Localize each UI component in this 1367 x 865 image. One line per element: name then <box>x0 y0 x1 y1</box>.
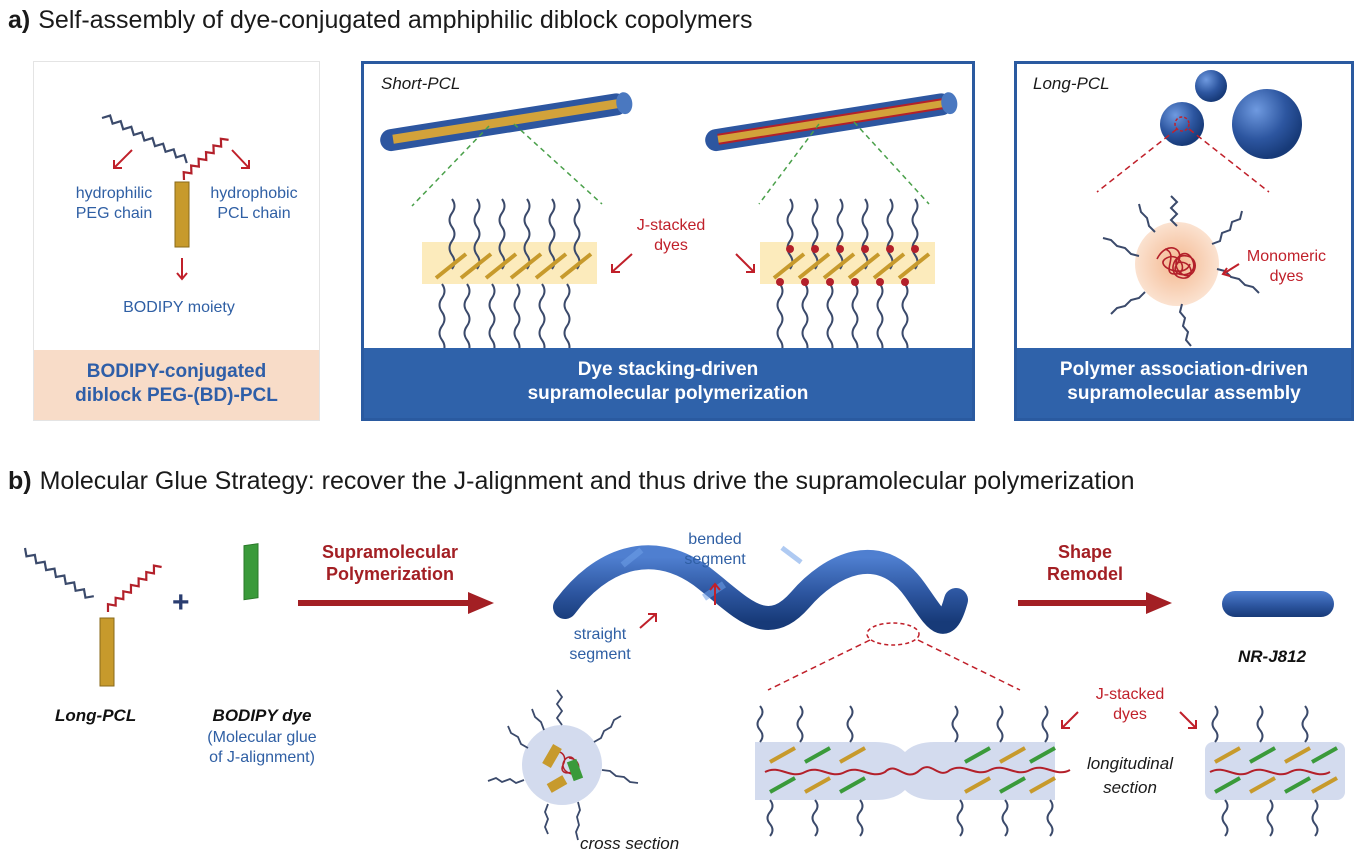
wavy-nanofiber <box>553 545 968 634</box>
label-straight-segment: straight segment <box>555 625 645 665</box>
panel3-title: Long-PCL <box>1033 74 1110 93</box>
label-j-stacked-a-line1: J-stacked <box>636 217 706 234</box>
section-b-title: Molecular Glue Strategy: recover the J-a… <box>39 467 1135 495</box>
chains-right <box>776 198 919 355</box>
label-pcl-chain: PCL chain <box>217 205 291 222</box>
cross-section-illustration <box>487 689 639 841</box>
panel2-footer: Dye stacking-driven supramolecular polym… <box>364 348 972 418</box>
micelle-large <box>1232 89 1302 159</box>
label-shape-remodel: Shape Remodel <box>1030 541 1140 585</box>
label-j-stacked-a: J-stacked dyes <box>626 216 716 256</box>
label-j-stacked-a-line2: dyes <box>654 237 688 254</box>
panel2-footer-line1: Dye stacking-driven <box>577 359 759 380</box>
label-longitudinal-line1: longitudinal <box>1086 754 1173 773</box>
label-glue-line2: of J-alignment) <box>209 749 315 766</box>
longitudinal-section-2 <box>1205 705 1345 837</box>
label-bodipy-dye-group: BODIPY dye (Molecular glue of J-alignmen… <box>192 706 332 768</box>
section-b-heading: b)Molecular Glue Strategy: recover the J… <box>8 467 1135 496</box>
section-a-letter: a) <box>8 6 31 34</box>
plus-sign: + <box>172 586 190 619</box>
panel1-footer: BODIPY-conjugated diblock PEG-(BD)-PCL <box>34 350 319 420</box>
label-bended-line2: segment <box>684 551 746 568</box>
panel3-footer: Polymer association-driven supramolecula… <box>1017 348 1351 418</box>
long-pcl-illustration <box>1096 70 1302 347</box>
label-long-pcl: Long-PCL <box>55 706 137 725</box>
short-pcl-illustration <box>380 92 958 355</box>
bodipy-moiety-block <box>174 181 190 248</box>
panel3-footer-line1: Polymer association-driven <box>1059 359 1309 380</box>
label-bended-segment: bended segment <box>675 530 755 570</box>
panel-long-pcl: Long-PCL <box>1014 61 1354 421</box>
dyes-left <box>434 252 593 280</box>
fiber-left <box>380 92 633 152</box>
label-arrow2-line1: Shape <box>1057 542 1113 562</box>
nr-j812-rod <box>1222 591 1334 617</box>
label-arrow1-line1: Supramolecular <box>321 542 459 562</box>
label-hydrophilic-peg: hydrophilic PEG chain <box>64 184 164 224</box>
panel1-footer-line2: diblock PEG-(BD)-PCL <box>75 385 278 406</box>
dyes-right <box>772 252 931 280</box>
label-hydrophobic-pcl: hydrophobic PCL chain <box>199 184 309 224</box>
label-cross-section: cross section <box>580 834 680 853</box>
fiber-right <box>705 92 958 152</box>
chains-left <box>438 198 581 355</box>
label-longitudinal-line2: section <box>1103 778 1157 797</box>
micelle-small <box>1195 70 1227 102</box>
label-longitudinal-section: longitudinal section <box>1075 752 1185 800</box>
label-j-stacked-b: J-stacked dyes <box>1080 685 1180 725</box>
panel2-footer-line2: supramolecular polymerization <box>527 383 809 404</box>
section-a-heading: a)Self-assembly of dye-conjugated amphip… <box>8 6 752 35</box>
micelle-medium <box>1160 102 1204 146</box>
pcl-chain <box>182 137 229 181</box>
label-straight-line2: segment <box>569 646 631 663</box>
section-b-letter: b) <box>8 467 32 495</box>
panel-copolymer: hydrophilic PEG chain hydrophobic PCL ch… <box>33 61 320 421</box>
label-straight-line1: straight <box>573 626 627 643</box>
label-hydrophobic: hydrophobic <box>210 185 298 202</box>
label-bodipy-dye: BODIPY dye <box>212 706 312 725</box>
label-monomeric-line2: dyes <box>1269 268 1304 285</box>
longitudinal-section-1 <box>755 705 1071 837</box>
label-arrow2-line2: Remodel <box>1046 564 1124 584</box>
label-arrow1-line2: Polymerization <box>325 564 455 584</box>
arrow-shape-remodel <box>1018 592 1172 614</box>
long-pcl-copolymer <box>23 547 162 687</box>
label-monomeric-dyes: Monomeric dyes <box>1239 247 1334 287</box>
micelle-chains <box>1102 195 1260 347</box>
label-supramolecular-polymerization: Supramolecular Polymerization <box>300 541 480 585</box>
label-nr-j812: NR-J812 <box>1238 647 1307 666</box>
label-bodipy-moiety: BODIPY moiety <box>123 299 235 316</box>
panel1-footer-line1: BODIPY-conjugated <box>86 361 267 382</box>
section-a-title: Self-assembly of dye-conjugated amphiphi… <box>38 6 753 34</box>
label-monomeric-line1: Monomeric <box>1246 248 1327 265</box>
peg-chain <box>101 114 188 164</box>
monomeric-dye-tangle <box>1156 247 1196 279</box>
arrow-supramolecular-polymerization <box>298 592 494 614</box>
pcl-knots-right <box>776 245 919 286</box>
label-glue-line1: (Molecular glue <box>207 729 317 746</box>
label-j-stacked-b-line2: dyes <box>1113 706 1147 723</box>
panel2-title: Short-PCL <box>381 74 461 93</box>
label-j-stacked-b-line1: J-stacked <box>1095 686 1165 703</box>
panel-short-pcl: Short-PCL <box>361 61 975 421</box>
copolymer-illustration <box>101 114 250 281</box>
label-bended-line1: bended <box>688 531 742 548</box>
label-peg-chain: PEG chain <box>75 205 153 222</box>
label-hydrophilic: hydrophilic <box>75 185 153 202</box>
panel3-footer-line2: supramolecular assembly <box>1067 383 1301 404</box>
bodipy-dye-block <box>243 543 259 601</box>
